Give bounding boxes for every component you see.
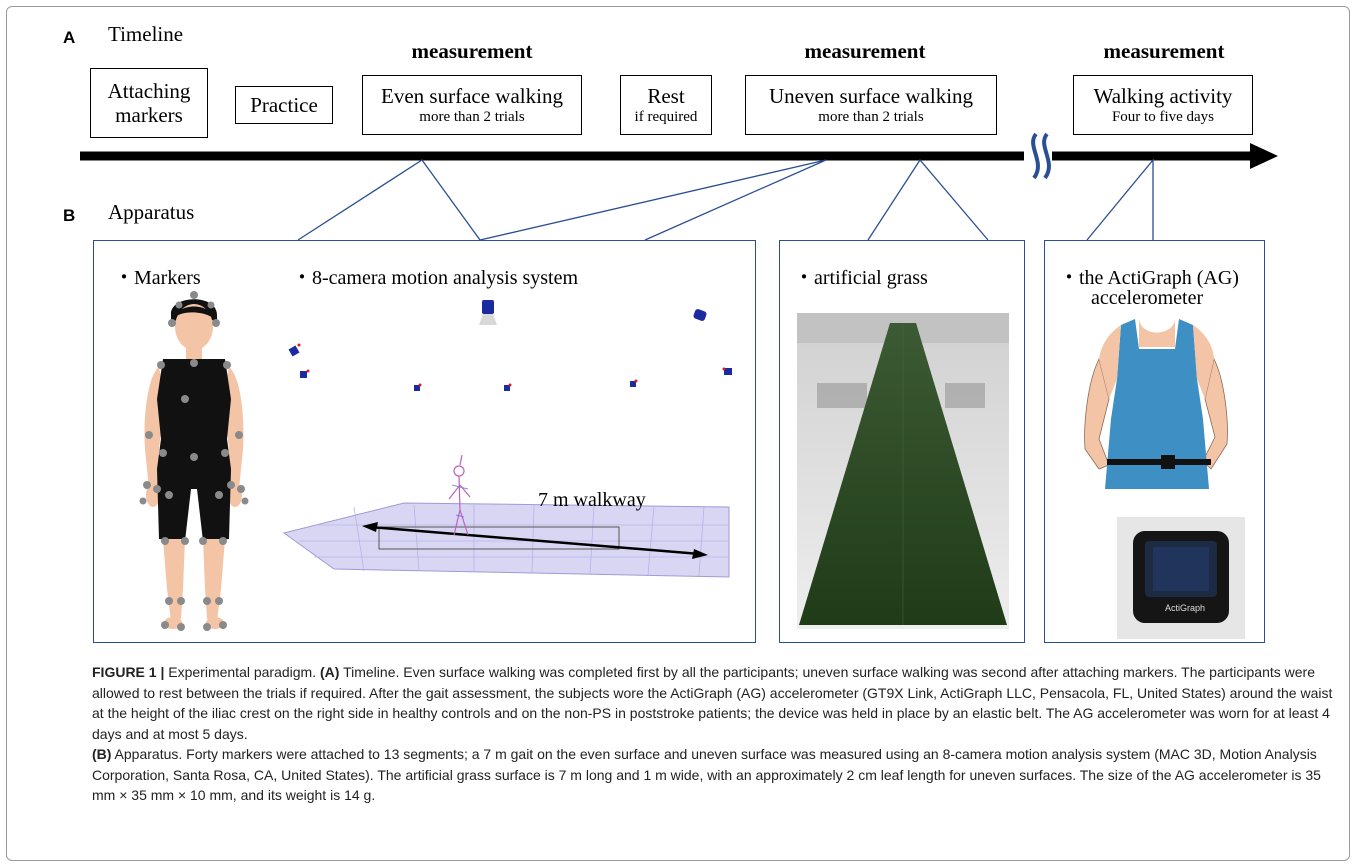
step-line1: Walking activity xyxy=(1093,84,1233,108)
step-practice: Practice xyxy=(235,86,333,124)
step-attaching-markers: Attaching markers xyxy=(90,68,208,138)
step-line2: more than 2 trials xyxy=(419,109,525,125)
caption-lead: FIGURE 1 | xyxy=(92,664,165,680)
artificial-grass-label: ・artificial grass xyxy=(794,267,928,289)
caption-paragraph-a: FIGURE 1 | Experimental paradigm. (A) Ti… xyxy=(92,662,1342,744)
step-line1: Even surface walking xyxy=(381,84,563,108)
step-line1: Rest xyxy=(647,84,685,108)
panel-b-title: Apparatus xyxy=(108,200,195,224)
measurement-label-3: measurement xyxy=(1103,39,1225,63)
figure-caption: FIGURE 1 | Experimental paradigm. (A) Ti… xyxy=(92,662,1342,806)
caption-label-a: (A) xyxy=(320,664,340,680)
camera-system-label: ・8-camera motion analysis system xyxy=(292,267,579,289)
step-line2: markers xyxy=(115,103,183,127)
markers-label: ・Markers xyxy=(114,267,201,289)
panel-b-letter: B xyxy=(63,206,76,225)
actigraph-label-line2: accelerometer xyxy=(1091,287,1204,309)
step-line1: Uneven surface walking xyxy=(768,84,974,108)
caption-label-b: (B) xyxy=(92,746,112,762)
figure-frame xyxy=(6,6,1350,861)
apparatus-accelerometer-box: ・the ActiGraph (AG) accelerometer ActiGr… xyxy=(1044,240,1265,643)
timeline-break-mark xyxy=(1042,132,1051,180)
step-uneven-surface-walking: Uneven surface walking more than 2 trial… xyxy=(745,75,997,135)
connector-uneven-grass xyxy=(867,158,989,241)
actigraph-label-line1: ・the ActiGraph (AG) xyxy=(1059,267,1239,289)
measurement-label-2: measurement xyxy=(804,39,926,63)
connector-walking-activity xyxy=(1086,158,1154,241)
step-line2: more than 2 trials xyxy=(818,109,924,125)
actigraph-device-photo xyxy=(1117,517,1245,639)
walkway-label: 7 m walkway xyxy=(538,489,646,511)
step-line1: Attaching xyxy=(107,79,191,103)
panel-a-letter: A xyxy=(63,28,76,47)
apparatus-grass-box: ・artificial grass xyxy=(779,240,1025,643)
motion-capture-scene xyxy=(282,300,732,578)
connector-even-surface xyxy=(297,159,481,241)
connector-uneven-motion xyxy=(479,159,827,241)
caption-text-b: Apparatus. Forty markers were attached t… xyxy=(92,746,1321,803)
artificial-grass-photo xyxy=(797,313,1009,629)
apparatus-motion-box: ・Markers ・8-camera motion analysis syste… xyxy=(93,240,756,643)
caption-paragraph-b: (B) Apparatus. Forty markers were attach… xyxy=(92,744,1342,806)
actigraph-device-brand: ActiGraph xyxy=(1165,603,1206,613)
timeline-arrow-head xyxy=(1250,143,1278,169)
caption-text-a1: Experimental paradigm. xyxy=(164,664,321,680)
step-walking-activity: Walking activity Four to five days xyxy=(1073,75,1253,135)
caption-text-a2: Timeline. Even surface walking was compl… xyxy=(92,664,1333,742)
measurement-label-1: measurement xyxy=(411,39,533,63)
step-even-surface-walking: Even surface walking more than 2 trials xyxy=(362,75,582,135)
timeline-break-mark xyxy=(1031,132,1040,180)
step-line2: Four to five days xyxy=(1111,109,1215,125)
panel-a-title: Timeline xyxy=(108,22,184,46)
step-line2: if required xyxy=(634,109,698,125)
tank-top-illustration xyxy=(1084,319,1228,489)
marker-figure-illustration xyxy=(139,291,249,631)
timeline-connectors-svg xyxy=(80,132,1278,241)
step-line1: Practice xyxy=(250,93,318,117)
step-rest: Rest if required xyxy=(620,75,712,135)
